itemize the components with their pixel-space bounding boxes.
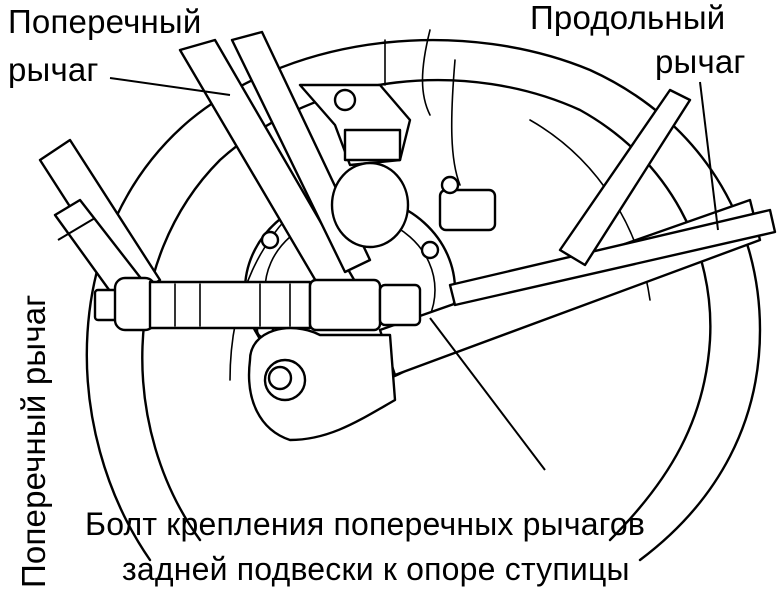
label-transverse-arm-top: Поперечный [8, 3, 202, 40]
transverse-arm-upper [178, 30, 372, 307]
label-transverse-arm-top-line2: рычаг [8, 51, 99, 88]
label-transverse-arm-left: Поперечный рычаг [15, 294, 52, 589]
caption-line-2: задней подвески к опоре ступицы [122, 551, 630, 587]
caption-line-1: Болт крепления поперечных рычагов [85, 506, 646, 542]
brake-caliper [298, 29, 497, 249]
mounting-bolt-assembly [93, 276, 422, 332]
trailing-arm [378, 88, 777, 377]
leader-lines [57, 77, 719, 471]
label-trailing-arm-line2: рычаг [655, 43, 746, 80]
hub-knuckle-lower [247, 327, 397, 442]
label-trailing-arm: Продольный [530, 0, 726, 36]
